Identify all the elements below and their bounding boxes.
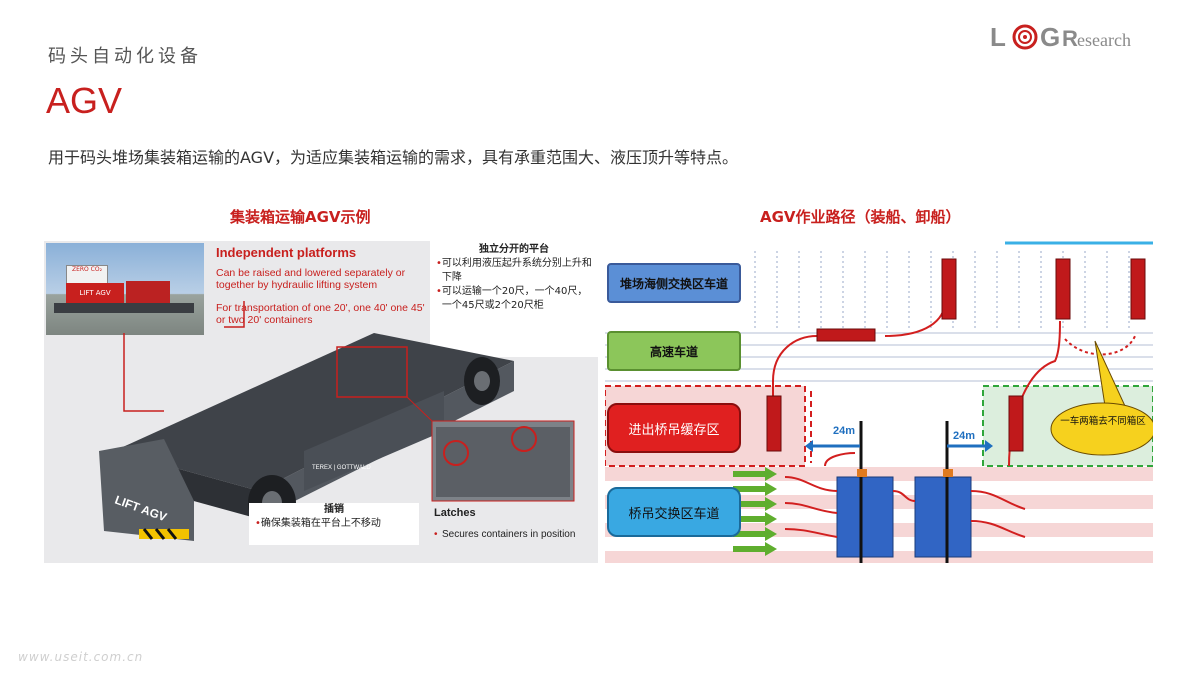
photo-container-red: LIFT AGV <box>66 283 124 303</box>
logo-ring <box>1012 24 1038 50</box>
left-caption: 集装箱运输AGV示例 <box>230 208 371 226</box>
platform-cn-box: 独立分开的平台 •可以利用液压起升系统分别上升和下降 •可以运输一个20尺，一个… <box>430 241 598 357</box>
quay-cranes <box>836 421 972 563</box>
flow-arrows <box>772 300 1136 538</box>
callout-text: 一车两箱去不同箱区 <box>1060 416 1146 427</box>
path-lanes-drawing: 24m 24m <box>605 241 1153 563</box>
lane-label-yard: 堆场海侧交换区车道 <box>607 263 741 303</box>
logo-letter-g: G <box>1040 22 1060 52</box>
logr-logo: L G R esearch <box>990 22 1131 52</box>
agv-vehicle-drawing: LIFT AGV TEREX | GOTTWALD <box>99 301 575 541</box>
right-caption: AGV作业路径（装船、卸船） <box>760 208 961 226</box>
platform-highlight <box>336 346 408 398</box>
distance-right: 24m <box>953 430 975 442</box>
latch-highlight-2 <box>511 426 537 452</box>
latch-highlight-1 <box>443 440 469 466</box>
brand-label: TEREX | GOTTWALD <box>312 465 371 471</box>
independent-body-1: Can be raised and lowered separately or … <box>216 267 406 291</box>
callout-bubble <box>1050 402 1153 456</box>
section-title: 码头自动化设备 <box>48 46 202 67</box>
pin-body: 确保集装箱在平台上不移动 <box>260 518 381 529</box>
logo-letter-r: R <box>1062 26 1078 51</box>
platform-cn-line-1: 可以利用液压起升系统分别上升和下降 <box>441 258 592 283</box>
lane-label-highway: 高速车道 <box>607 331 741 371</box>
pin-box: 插销 •确保集装箱在平台上不移动 <box>249 503 419 545</box>
independent-body-2: For transportation of one 20', one 40' o… <box>216 302 425 326</box>
independent-title: Independent platforms <box>216 245 357 260</box>
green-arrows <box>733 467 777 556</box>
latches-title: Latches <box>434 507 476 519</box>
hazard-stripes <box>139 528 189 540</box>
platform-cn-line-2: 可以运输一个20尺，一个40尺，一个45尺或2个20尺柜 <box>441 286 588 311</box>
agv-photo: ZERO CO₂ LIFT AGV <box>46 243 204 335</box>
distance-left: 24m <box>833 425 855 437</box>
page-title: AGV <box>46 80 123 121</box>
page-description: 用于码头堆场集装箱运输的AGV，为适应集装箱运输的需求，具有承重范围大、液压顶升… <box>48 148 739 167</box>
agv-example-panel: ZERO CO₂ LIFT AGV Independent platforms … <box>44 241 598 563</box>
agv-path-diagram: 24m 24m 堆场海侧交换区车道 高速车道 进出桥吊缓存区 桥吊交换区车道 一… <box>605 241 1153 563</box>
latches-body: •Secures containers in position <box>434 529 576 540</box>
photo-container-2 <box>126 281 170 303</box>
logo-word: esearch <box>1077 30 1131 50</box>
agv-trucks <box>766 258 1146 452</box>
logo-letter-l: L <box>990 22 1006 52</box>
lane-label-crane: 桥吊交换区车道 <box>607 487 741 537</box>
photo-agv-body <box>54 303 194 313</box>
platform-cn-title: 独立分开的平台 <box>479 244 549 255</box>
lane-label-buffer: 进出桥吊缓存区 <box>607 403 741 453</box>
pin-title: 插销 <box>324 504 344 515</box>
watermark: www.useit.com.cn <box>18 650 144 664</box>
